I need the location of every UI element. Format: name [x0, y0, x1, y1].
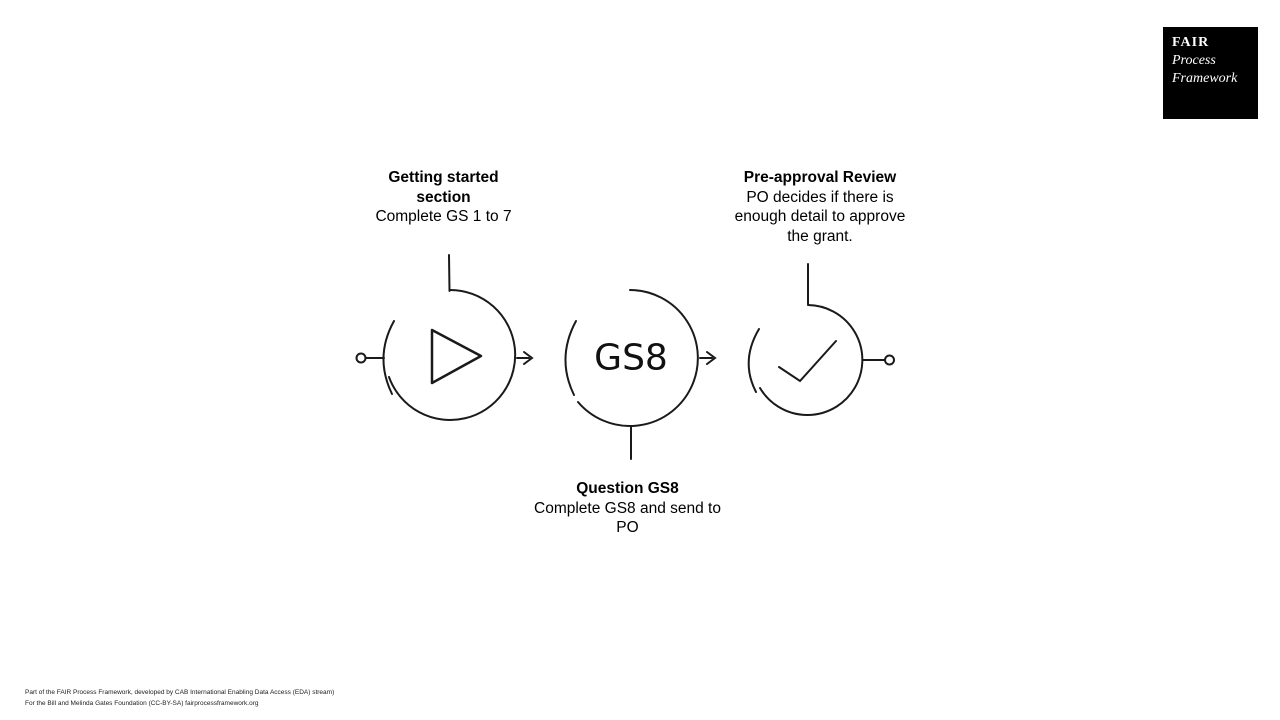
- start-terminator: [355, 352, 385, 364]
- annotation-question-gs8: Question GS8 Complete GS8 and send to PO: [525, 479, 730, 538]
- logo-title: FAIR: [1172, 35, 1210, 50]
- footer-line-1: Part of the FAIR Process Framework, deve…: [25, 689, 335, 696]
- play-icon: [430, 328, 483, 385]
- flow-arrow-1: [516, 351, 534, 365]
- node-pre-approval-review: [747, 263, 864, 416]
- annotation-getting-started-title: Getting started section: [388, 169, 499, 206]
- node-getting-started: [382, 254, 517, 421]
- node-circle-gs8-left-arc: [564, 320, 577, 396]
- task-label-gs8: GS8: [594, 338, 668, 379]
- node-circle-getting-started: [388, 288, 517, 421]
- annotation-pre-approval-title: Pre-approval Review: [743, 169, 897, 186]
- check-icon: [778, 340, 837, 383]
- flow-arrow-2: [699, 351, 717, 365]
- end-terminator: [862, 354, 895, 366]
- annotation-question-gs8-body: Complete GS8 and send to PO: [534, 499, 721, 537]
- fair-logo: FAIR Process Framework: [1163, 27, 1258, 119]
- node-circle-review: [759, 304, 864, 416]
- node-circle-gs8: [577, 289, 699, 427]
- annotation-question-gs8-title: Question GS8: [576, 480, 679, 497]
- connector-getting-started-label: [448, 254, 451, 292]
- footer-line-2: For the Bill and Melinda Gates Foundatio…: [25, 700, 259, 707]
- logo-subtitle-framework: Framework: [1172, 71, 1238, 86]
- annotation-getting-started: Getting started section Complete GS 1 to…: [366, 168, 521, 227]
- logo-subtitle-process: Process: [1172, 53, 1216, 68]
- flow-arrow-1-head-icon: [523, 351, 534, 365]
- node-circle-getting-started-left-arc: [382, 320, 395, 395]
- start-dot-icon: [355, 352, 367, 364]
- end-dot-icon: [884, 354, 895, 366]
- flow-arrow-2-head-icon: [706, 351, 717, 365]
- annotation-pre-approval: Pre-approval Review PO decides if there …: [722, 168, 918, 246]
- annotation-getting-started-body: Complete GS 1 to 7: [375, 208, 512, 225]
- node-question-gs8: [564, 289, 699, 460]
- node-circle-review-left-arc: [747, 328, 760, 393]
- footer-attribution: Part of the FAIR Process Framework, deve…: [25, 687, 334, 709]
- annotation-pre-approval-body: PO decides if there is enough detail to …: [734, 188, 906, 245]
